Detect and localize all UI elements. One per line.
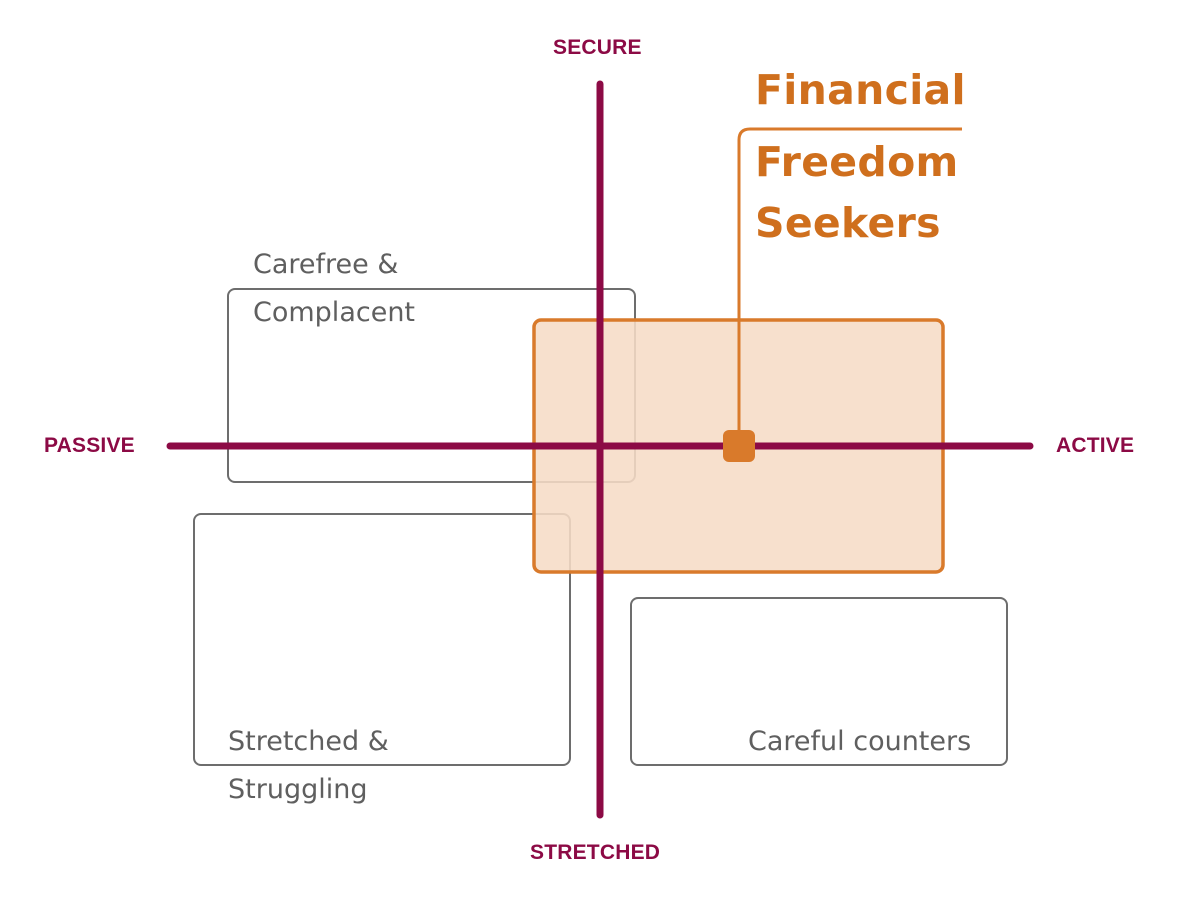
segment-label-line: Struggling: [228, 774, 368, 805]
segment-label-line: Carefree &: [253, 249, 399, 280]
axis-label-passive: PASSIVE: [44, 434, 135, 457]
highlight-title-line-3: Seekers: [755, 199, 941, 247]
callout-leader: [737, 127, 962, 446]
highlight-title-line-1: Financial: [755, 66, 966, 114]
axis-label-active: ACTIVE: [1056, 434, 1135, 457]
segment-label-carefree-complacent: Carefree & Complacent: [253, 241, 415, 337]
segment-label-line: Stretched &: [228, 726, 389, 757]
callout-marker: [723, 430, 755, 462]
stretched-struggling-box: [193, 513, 571, 766]
segment-label-line: Complacent: [253, 297, 416, 328]
segment-label-stretched-struggling: Stretched & Struggling: [228, 718, 389, 814]
highlight-title-line-2: Freedom: [755, 138, 959, 186]
segment-label-line: Careful counters: [748, 726, 972, 757]
careful-counters-box: [630, 597, 1008, 766]
axis-label-stretched: STRETCHED: [530, 841, 661, 864]
segment-label-careful-counters: Careful counters: [748, 718, 971, 766]
axis-label-secure: SECURE: [553, 36, 642, 59]
